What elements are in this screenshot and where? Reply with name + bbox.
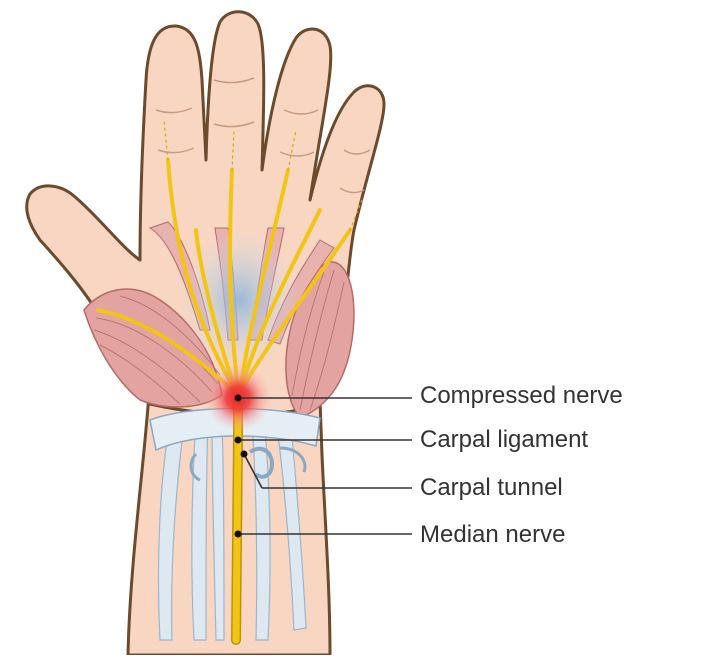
- median-nerve-marker: [235, 531, 242, 538]
- carpal-tunnel-marker: [241, 451, 248, 458]
- label-compressed-nerve: Compressed nerve: [420, 382, 623, 410]
- carpal-ligament-marker: [235, 437, 242, 444]
- label-carpal-tunnel: Carpal tunnel: [420, 474, 563, 502]
- label-median-nerve: Median nerve: [420, 521, 565, 549]
- label-carpal-ligament: Carpal ligament: [420, 426, 588, 454]
- compressed-nerve-marker: [235, 395, 242, 402]
